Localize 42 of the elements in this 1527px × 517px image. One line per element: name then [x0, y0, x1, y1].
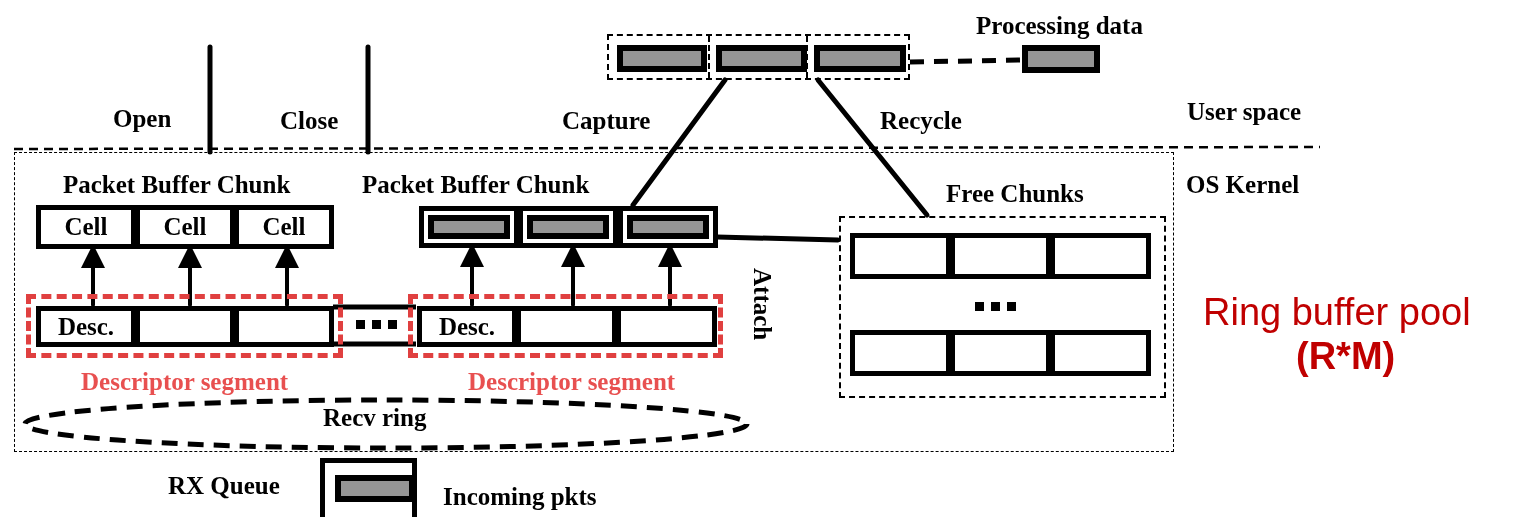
- cell: [234, 306, 334, 347]
- cell-label: Cell: [63, 213, 109, 241]
- cell: [1050, 233, 1151, 279]
- cell-label: Desc.: [437, 312, 497, 341]
- edge-label: Capture: [562, 107, 651, 135]
- connector-line: [365, 44, 371, 155]
- cell-label: Cell: [261, 213, 307, 241]
- packet-block: [814, 45, 906, 72]
- edge-label: Attach: [748, 268, 776, 341]
- packet-group: [607, 34, 910, 80]
- connector-line: [909, 57, 1023, 65]
- cell: [417, 306, 517, 347]
- cell-label: Cell: [162, 213, 208, 241]
- edge-label: Close: [280, 107, 339, 135]
- packet-block: [335, 475, 415, 502]
- connector-line: [630, 77, 728, 208]
- pool-title: Free Chunks: [946, 180, 1084, 208]
- packet-caption: Processing data: [976, 12, 1143, 40]
- region-label: User space: [1187, 98, 1302, 126]
- segment-label: Descriptor segment: [468, 368, 676, 396]
- region-label: OS Kernel: [1186, 171, 1300, 199]
- connector-line: [207, 44, 213, 155]
- cell: [850, 233, 951, 279]
- annotation-text: Ring buffer pool: [1203, 290, 1471, 334]
- packet-block: [716, 45, 807, 72]
- ring-outline: [21, 397, 751, 451]
- annotation-text: (R*M): [1296, 334, 1396, 378]
- edge-label: Open: [113, 105, 172, 133]
- queue-caption: Incoming pkts: [443, 483, 597, 511]
- cell: [36, 306, 136, 347]
- packet-block: [617, 45, 707, 72]
- ring-label: Recv ring: [323, 404, 427, 432]
- cell: [850, 330, 951, 376]
- cell-label: Desc.: [56, 312, 116, 341]
- chunk-title: Packet Buffer Chunk: [63, 171, 291, 199]
- chunk-title: Packet Buffer Chunk: [362, 171, 590, 199]
- edge-label: Recycle: [880, 107, 962, 135]
- cell: [1050, 330, 1151, 376]
- connector-line: [815, 77, 930, 218]
- segment-label: Descriptor segment: [81, 368, 289, 396]
- cell: [616, 306, 717, 347]
- queue-label: RX Queue: [168, 472, 280, 500]
